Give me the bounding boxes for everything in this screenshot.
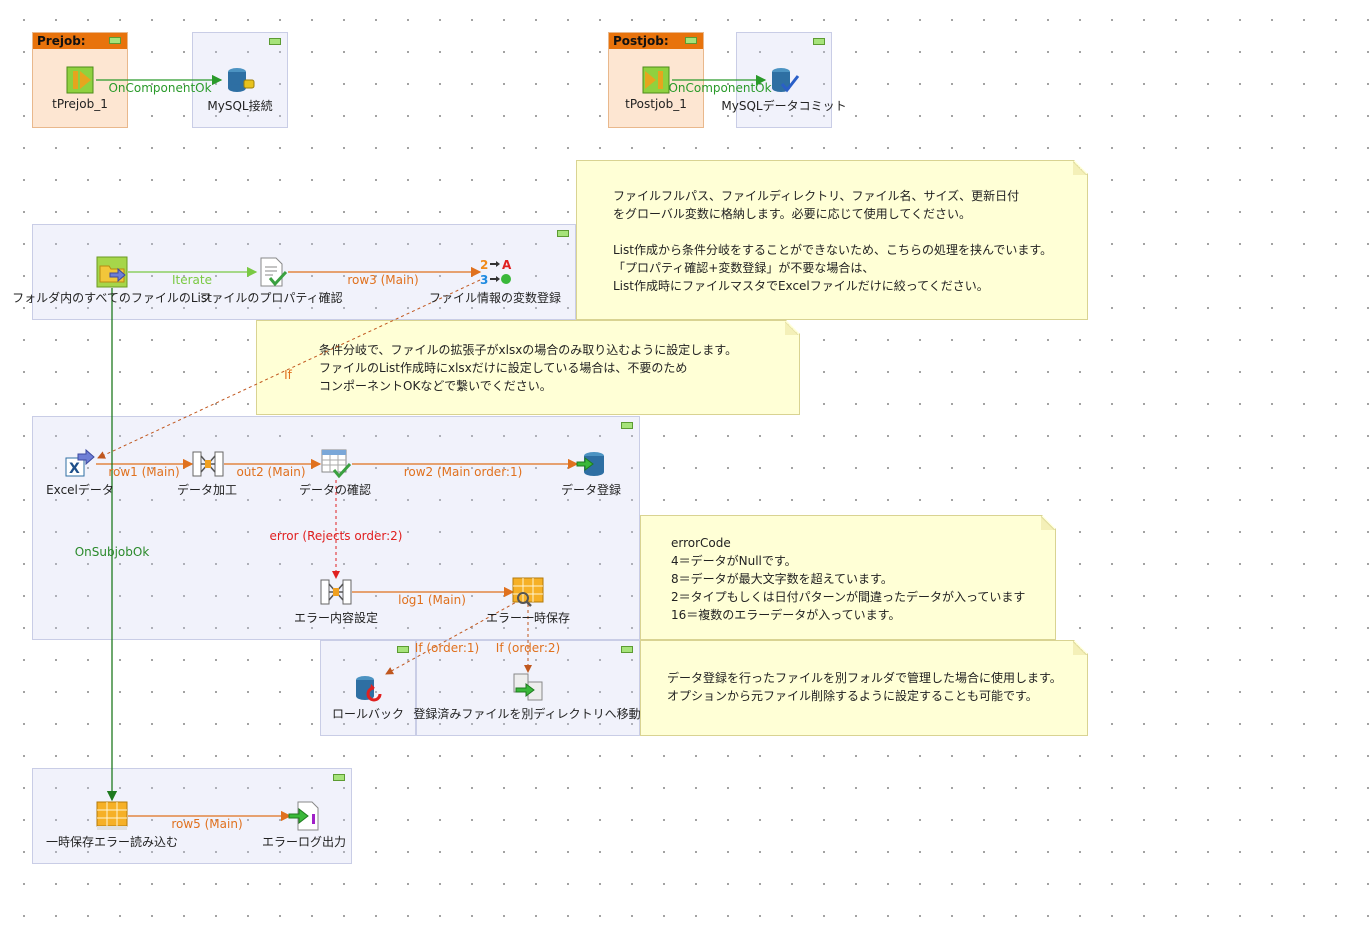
collapse-icon[interactable] [621, 422, 633, 429]
log-output-label: エラーログ出力 [261, 835, 347, 849]
onsubjob-link-label[interactable]: OnSubjobOk [74, 545, 150, 559]
file-copy-label: 登録済みファイルを別ディレクトリへ移動 [413, 707, 641, 721]
rollback-label: ロールバック [331, 707, 405, 721]
schema-check-icon[interactable] [320, 448, 352, 480]
collapse-icon[interactable] [685, 37, 697, 44]
link-if-order1 [385, 599, 521, 675]
hash-output-label: エラー一時保存 [485, 611, 571, 625]
if-order1-link-label[interactable]: If (order:1) [414, 641, 480, 655]
note-move-file[interactable]: データ登録を行ったファイルを別フォルダで管理した場合に使用します。 オプションか… [640, 640, 1088, 736]
collapse-icon[interactable] [109, 37, 121, 44]
tpostjob-icon[interactable] [640, 64, 672, 96]
mysql-commit-icon[interactable] [768, 64, 800, 96]
error-link-label[interactable]: error (Rejects order:2) [269, 529, 403, 543]
row5-link-label[interactable]: row5 (Main) [171, 817, 243, 831]
excel-input-icon[interactable]: X [64, 448, 96, 480]
iterate-link-label[interactable]: Iterate [171, 273, 213, 287]
hash-input-icon[interactable] [96, 800, 128, 832]
hash-input-label: 一時保存エラー読み込む [45, 835, 179, 849]
svg-text:3: 3 [480, 273, 488, 287]
row1-link-label[interactable]: row1 (Main) [108, 465, 180, 479]
log-output-icon[interactable] [288, 800, 320, 832]
collapse-icon[interactable] [269, 38, 281, 45]
prejob-header: Prejob: [33, 33, 127, 49]
tmap-error-icon[interactable] [320, 576, 352, 608]
rollback-subjob[interactable] [320, 640, 416, 736]
note-text: errorCode 4＝データがNullです。 8＝データが最大文字数を超えてい… [671, 536, 1026, 622]
set-variables-label: ファイル情報の変数登録 [428, 291, 562, 305]
db-output-icon[interactable] [576, 448, 608, 480]
tmap-process-label: データ加工 [176, 483, 238, 497]
collapse-icon[interactable] [333, 774, 345, 781]
prejob-link-label[interactable]: OnComponentOk [108, 81, 212, 95]
note-text: 条件分岐で、ファイルの拡張子がxlsxの場合のみ取り込むように設定します。 ファ… [319, 343, 738, 393]
log1-link-label[interactable]: log1 (Main) [398, 593, 466, 607]
mysql-connect-label: MySQL接続 [207, 99, 273, 113]
file-copy-icon[interactable] [512, 672, 544, 704]
folder-list-icon[interactable] [96, 256, 128, 288]
tmap-process-icon[interactable] [192, 448, 224, 480]
tprejob-icon[interactable] [64, 64, 96, 96]
note-text: データ登録を行ったファイルを別フォルダで管理した場合に使用します。 オプションか… [667, 671, 1062, 703]
row2-link-label[interactable]: row2 (Main order:1) [403, 465, 523, 479]
row3-link-label[interactable]: row3 (Main) [347, 273, 419, 287]
hash-output-icon[interactable] [512, 576, 544, 608]
file-properties-label: ファイルのプロパティ確認 [199, 291, 343, 305]
postjob-link-label[interactable]: OnComponentOk [668, 81, 772, 95]
note-text: ファイルフルパス、ファイルディレクトリ、ファイル名、サイズ、更新日付 をグローバ… [613, 189, 1053, 293]
collapse-icon[interactable] [621, 646, 633, 653]
mysql-connect-icon[interactable] [224, 64, 256, 96]
folder-list-label: フォルダ内のすべてのファイルのList [12, 291, 212, 305]
postjob-title: Postjob: [613, 34, 669, 48]
note-condition-branch[interactable]: 条件分岐で、ファイルの拡張子がxlsxの場合のみ取り込むように設定します。 ファ… [256, 320, 800, 415]
tpostjob-label: tPostjob_1 [625, 97, 687, 111]
svg-text:A: A [502, 258, 512, 272]
link-if [97, 279, 481, 459]
tprejob-label: tPrejob_1 [52, 97, 108, 111]
schema-check-label: データの確認 [298, 483, 372, 497]
file-properties-icon[interactable] [256, 256, 288, 288]
if-order2-link-label[interactable]: If (order:2) [495, 641, 561, 655]
svg-text:2: 2 [480, 258, 488, 272]
excel-input-label: Excelデータ [46, 483, 114, 497]
collapse-icon[interactable] [813, 38, 825, 45]
out2-link-label[interactable]: out2 (Main) [236, 465, 306, 479]
postjob-header: Postjob: [609, 33, 703, 49]
tmap-error-label: エラー内容設定 [293, 611, 379, 625]
db-output-label: データ登録 [560, 483, 622, 497]
collapse-icon[interactable] [557, 230, 569, 237]
collapse-icon[interactable] [397, 646, 409, 653]
mysql-commit-label: MySQLデータコミット [721, 99, 847, 113]
if-link-label[interactable]: If [284, 368, 292, 382]
prejob-title: Prejob: [37, 34, 86, 48]
rollback-icon[interactable] [352, 672, 384, 704]
svg-text:X: X [69, 461, 80, 477]
note-error-code[interactable]: errorCode 4＝データがNullです。 8＝データが最大文字数を超えてい… [640, 515, 1056, 640]
note-file-variables[interactable]: ファイルフルパス、ファイルディレクトリ、ファイル名、サイズ、更新日付 をグローバ… [576, 160, 1088, 320]
